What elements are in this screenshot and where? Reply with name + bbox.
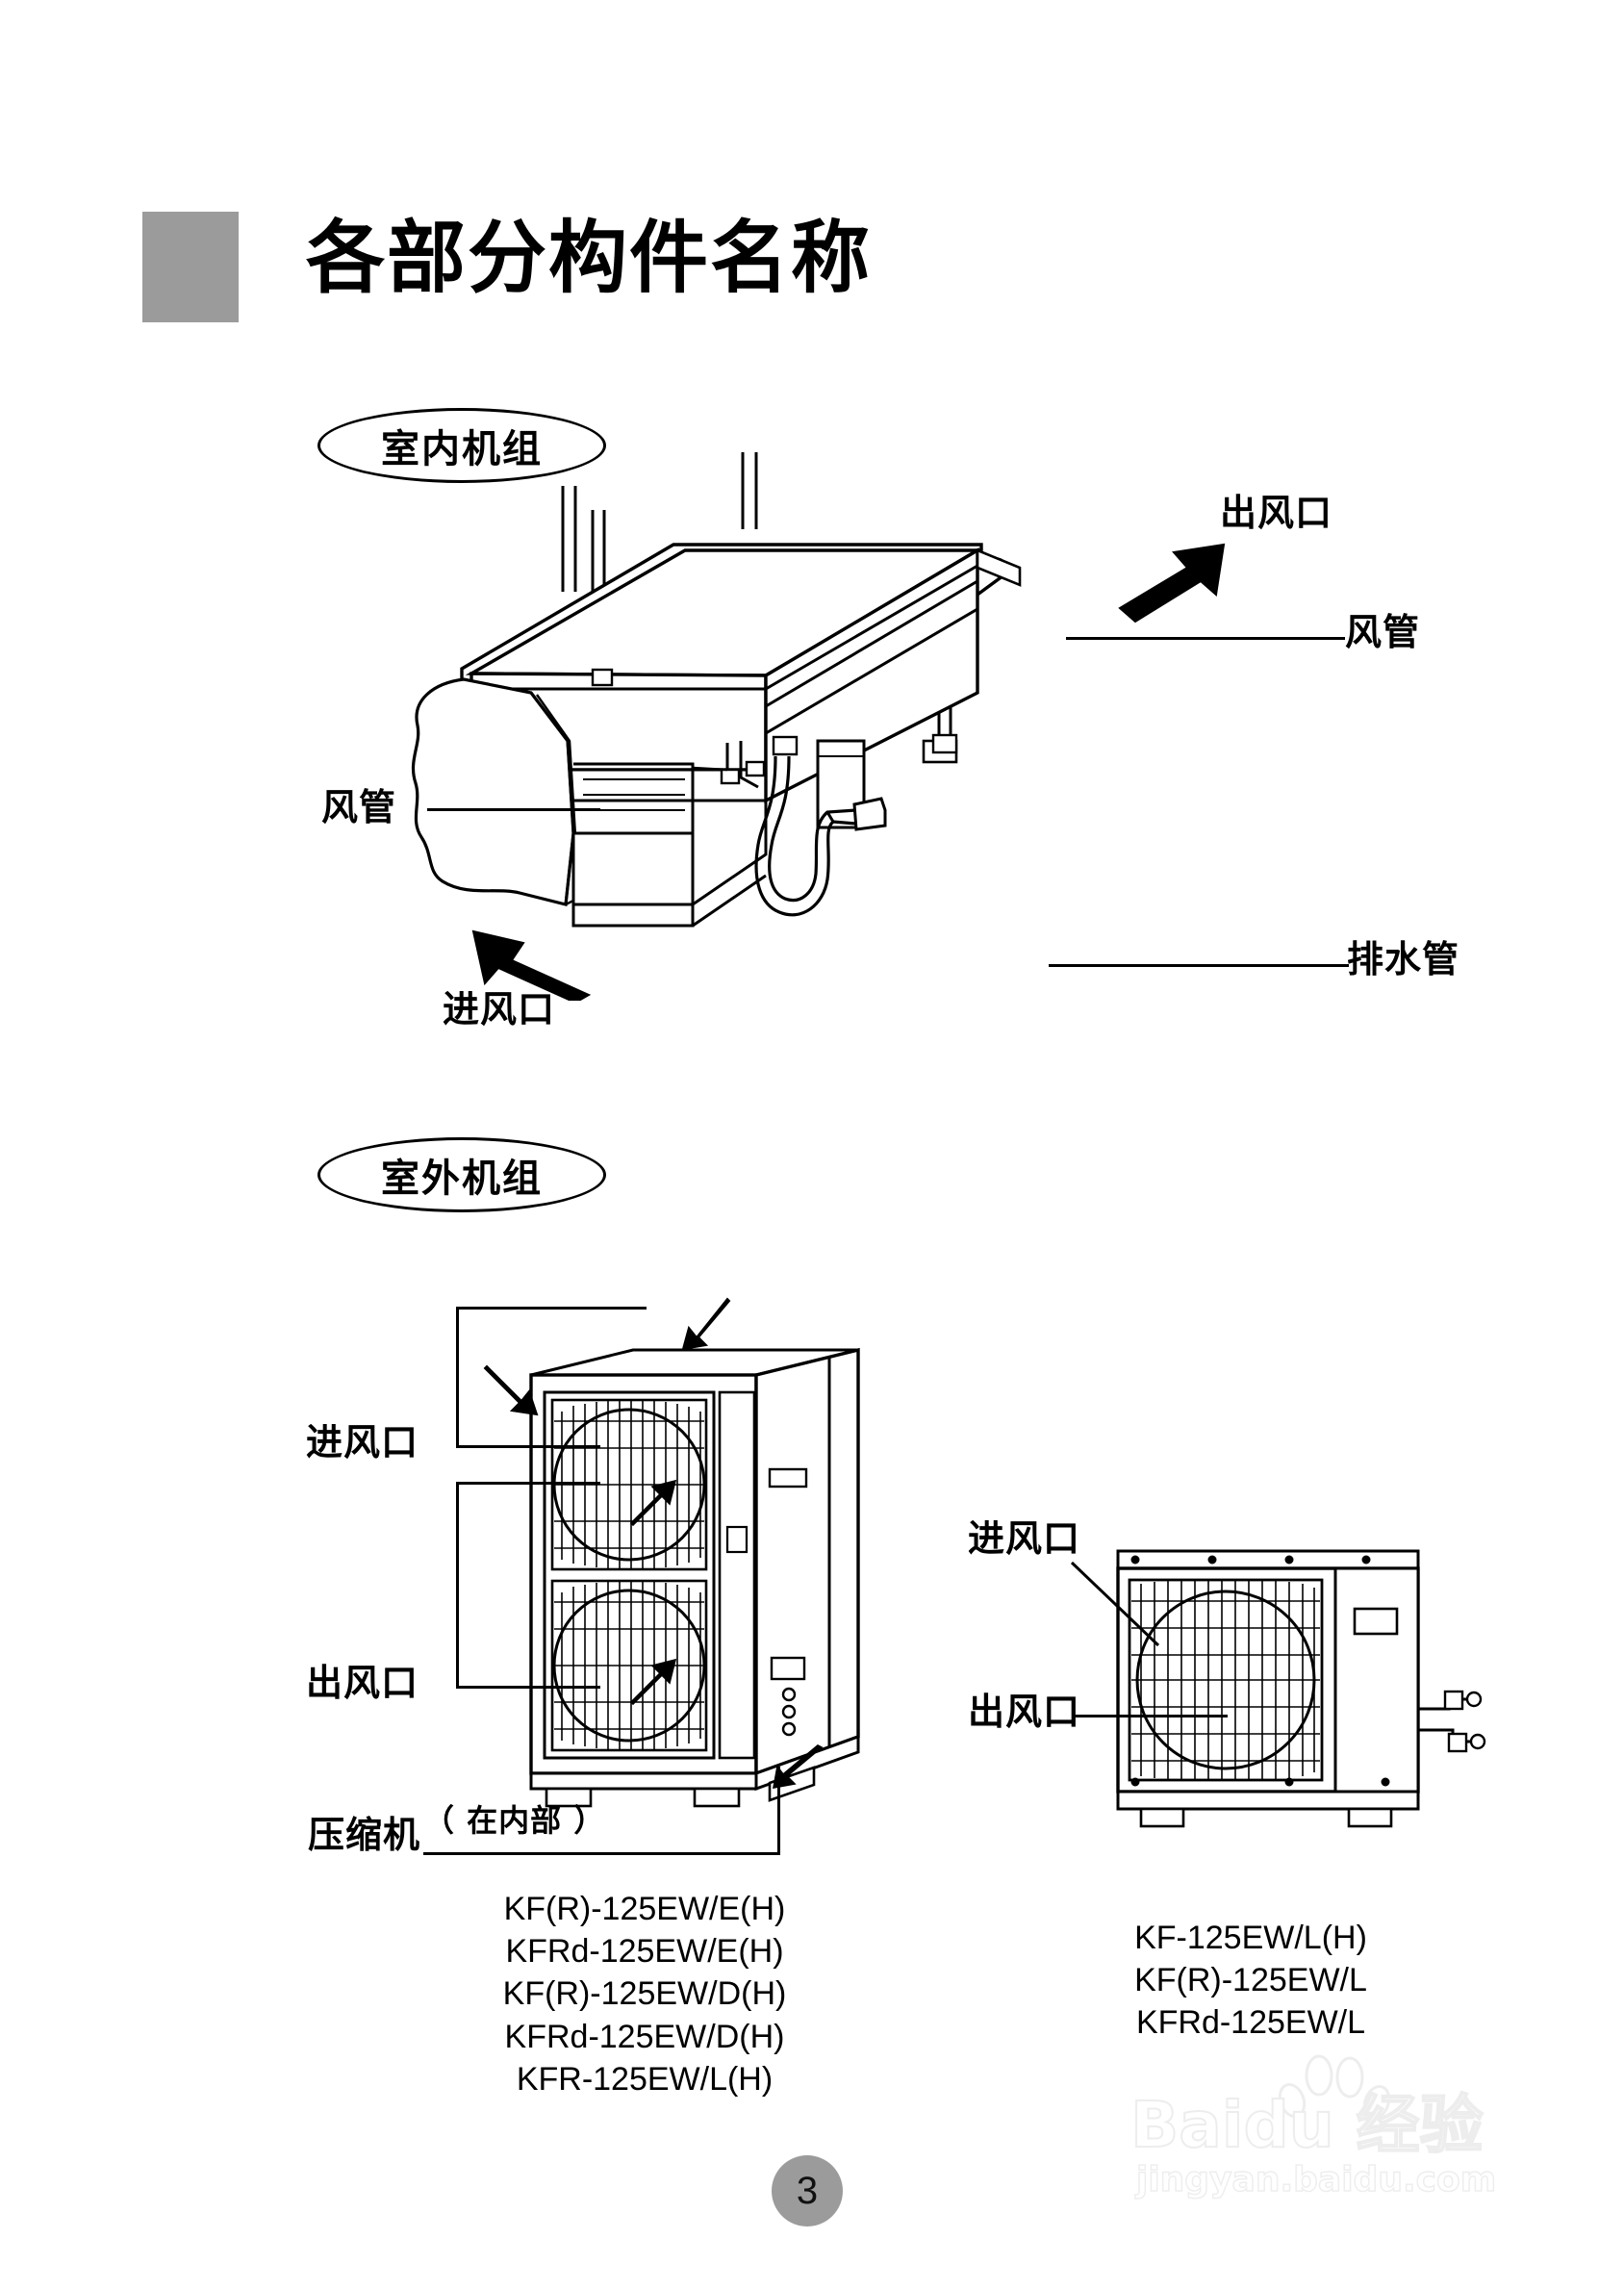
leader-vertical-outdoor-left-inlet xyxy=(456,1307,459,1447)
model-item: KF(R)-125EW/D(H) xyxy=(502,1975,787,2013)
section-badge-indoor-label: 室内机组 xyxy=(381,427,543,471)
baidu-watermark: Baidu 经验 jingyan.baidu.com xyxy=(1129,2054,1535,2237)
label-indoor-duct-right: 风管 xyxy=(1345,611,1421,653)
model-item: KF(R)-125EW/E(H) xyxy=(503,1891,786,1927)
indoor-air-outlet-arrow xyxy=(1116,539,1241,625)
leader-vertical-compressor xyxy=(777,1767,780,1855)
page-number-text: 3 xyxy=(796,2169,819,2212)
label-indoor-drain-pipe: 排水管 xyxy=(1347,938,1460,980)
header-accent-block xyxy=(142,212,239,322)
label-indoor-air-inlet: 进风口 xyxy=(443,988,556,1030)
outdoor-unit-left-illustration xyxy=(481,1304,962,1843)
model-list-outdoor-right: KF-125EW/L(H) KF(R)-125EW/L KFRd-125EW/L xyxy=(1087,1917,1414,2045)
leader-line-compressor xyxy=(423,1852,779,1855)
label-outdoor-right-air-outlet: 出风口 xyxy=(968,1691,1081,1733)
page-title: 各部分构件名称 xyxy=(306,213,873,304)
leader-outdoor-right-inlet xyxy=(1070,1557,1166,1653)
outdoor-left-top-inlet-arrow xyxy=(673,1289,741,1357)
page-number-badge: 3 xyxy=(772,2155,843,2226)
leader-line-drain-pipe xyxy=(1049,964,1349,967)
section-badge-outdoor-text: 室外机组 xyxy=(381,1157,543,1201)
model-item: KFRd-125EW/L xyxy=(1135,2004,1366,2042)
page-header: 各部分构件名称 xyxy=(0,202,1624,327)
label-outdoor-left-compressor: 压缩机 xyxy=(308,1814,421,1856)
indoor-air-inlet-arrow xyxy=(468,914,602,1001)
model-item: KF(R)-125EW/L xyxy=(1134,1962,1367,1999)
section-badge-outdoor-unit: 进风口 室外机组 xyxy=(317,1137,606,1212)
model-item: KFRd-125EW/D(H) xyxy=(504,2018,785,2055)
model-item: KFR-125EW/L(H) xyxy=(516,2060,774,2098)
leader-vertical-outdoor-left-outlet xyxy=(456,1482,459,1688)
label-indoor-duct-left: 风管 xyxy=(321,786,397,828)
model-item: KF-125EW/L(H) xyxy=(1134,1920,1367,1956)
leader-line-outdoor-right-outlet xyxy=(1074,1715,1228,1718)
label-indoor-air-outlet: 出风口 xyxy=(1220,492,1333,534)
section-badge-indoor-unit: 室内机组 xyxy=(317,408,606,483)
compressor-pointer-arrow xyxy=(770,1743,827,1792)
leader-line-duct-left xyxy=(427,808,600,811)
label-outdoor-left-air-inlet: 进风口 xyxy=(306,1421,419,1463)
watermark-main-text: Baidu 经验 xyxy=(1129,2087,1484,2163)
leader-line-outdoor-left-inlet xyxy=(456,1445,600,1448)
outdoor-left-upper-grille-arrow xyxy=(481,1359,548,1426)
model-list-outdoor-left: KF(R)-125EW/E(H) KFRd-125EW/E(H) KF(R)-1… xyxy=(481,1888,808,2100)
leader-line-outdoor-left-outlet xyxy=(456,1686,600,1689)
indoor-unit-illustration xyxy=(404,452,1270,1107)
outdoor-unit-right-illustration xyxy=(1097,1520,1501,1867)
leader-top-outdoor-left-inlet xyxy=(456,1307,647,1310)
model-item: KFRd-125EW/E(H) xyxy=(505,1933,784,1971)
label-outdoor-left-compressor-note: （ 在内部 ） xyxy=(423,1802,606,1839)
watermark-sub-text: jingyan.baidu.com xyxy=(1135,2159,1497,2201)
leader-line-duct-right xyxy=(1066,637,1345,640)
label-outdoor-left-air-outlet: 出风口 xyxy=(306,1662,419,1704)
leader-top-outdoor-left-outlet xyxy=(456,1482,600,1485)
label-outdoor-right-air-inlet: 进风口 xyxy=(968,1517,1081,1560)
